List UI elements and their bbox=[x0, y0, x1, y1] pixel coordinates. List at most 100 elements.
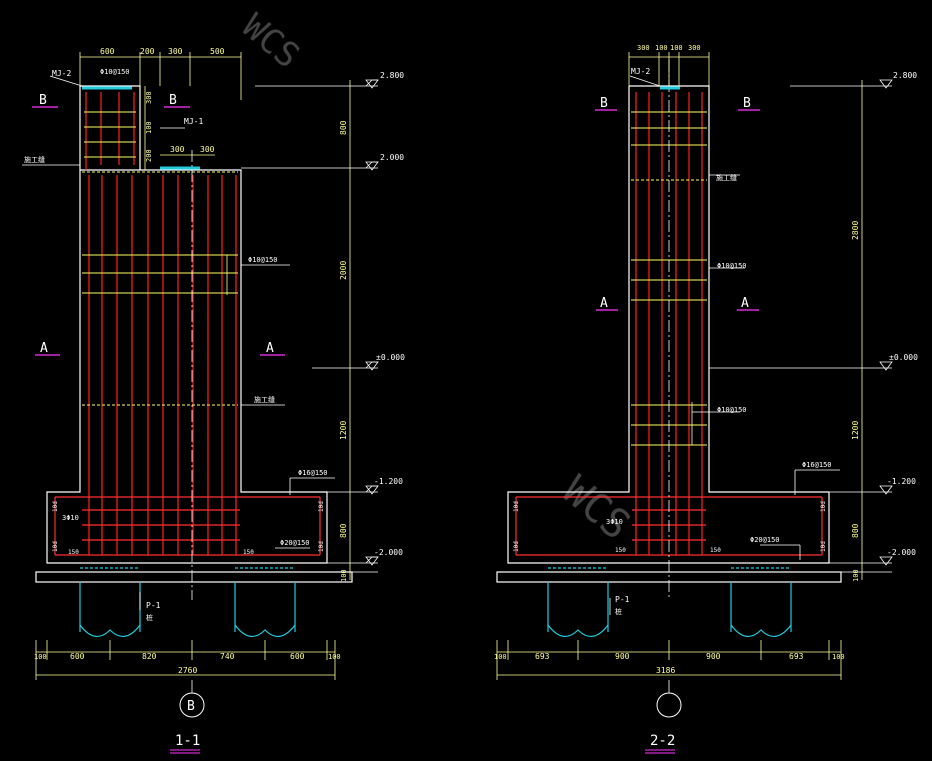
section-1-rebar-base: Φ16@150 bbox=[298, 469, 328, 477]
section-1-bottom-dim-6: 100 bbox=[328, 653, 341, 661]
section-1-vert-dim-4: 800 bbox=[339, 523, 348, 538]
section-1-embed-top-label: MJ-2 bbox=[52, 69, 71, 78]
section-2-total-dim: 3186 bbox=[656, 666, 675, 675]
section-1-top-dim-2: 200 bbox=[140, 47, 155, 56]
section-1-construction-joint-mid: 施工缝 bbox=[254, 395, 275, 404]
section-2-vert-dim-1: 2800 bbox=[851, 221, 860, 240]
section-1-mark-B-right: B bbox=[169, 93, 177, 108]
section-2-axis-bubble bbox=[656, 692, 682, 718]
section-2-bottom-dim-3: 900 bbox=[615, 652, 630, 661]
section-2-cap-bottom-right: 150 bbox=[710, 547, 721, 554]
section-1-cap-left-top: 10d bbox=[52, 501, 59, 512]
section-1-side-dim-3: 200 bbox=[145, 149, 153, 162]
section-2-top-dim-4: 300 bbox=[688, 44, 701, 52]
section-1-pile-label: P-1 bbox=[146, 601, 161, 610]
section-2-vert-dim-2: 1200 bbox=[851, 421, 860, 440]
section-1-mid-dim-1: 300 bbox=[170, 145, 185, 154]
watermark: WCS WCS bbox=[234, 6, 638, 549]
section-2-bottom-dim-6: 100 bbox=[832, 653, 845, 661]
section-1-elevation-marks bbox=[365, 79, 379, 566]
section-1-top-dim-1: 600 bbox=[100, 47, 115, 56]
section-1-bottom-dim-1: 100 bbox=[34, 653, 47, 661]
section-2-bottom-dim-1: 100 bbox=[494, 653, 507, 661]
section-2-dimension-lines bbox=[496, 52, 892, 680]
section-2-pile-label: P-1 bbox=[615, 595, 630, 604]
watermark-text-1: WCS bbox=[234, 6, 307, 76]
section-2-construction-joint: 施工缝 bbox=[716, 173, 737, 182]
section-2-rebar-mid: Φ10@150 bbox=[717, 262, 747, 270]
section-2-bottom-dim-4: 900 bbox=[706, 652, 721, 661]
section-1-cap-bottom-right: 150 bbox=[243, 549, 254, 556]
section-2-vertical-rebars bbox=[635, 92, 703, 555]
section-2-rebar-base: Φ16@150 bbox=[802, 461, 832, 469]
section-2-vert-dim-4: 100 bbox=[852, 569, 860, 582]
section-1-cap-bottom-left: 150 bbox=[68, 549, 79, 556]
section-1-vert-dim-1: 800 bbox=[339, 120, 348, 135]
section-2-cap-right-top: 10d bbox=[820, 501, 827, 512]
section-2-piles bbox=[547, 567, 792, 637]
section-1-piles bbox=[79, 567, 296, 637]
section-1-cap-left-bot: 10d bbox=[52, 541, 59, 552]
section-1-construction-joint-top: 施工缝 bbox=[24, 155, 45, 164]
section-1-outline bbox=[35, 85, 353, 583]
section-2-cap-bottom-left: 150 bbox=[615, 547, 626, 554]
section-1-rebar-mid: Φ10@150 bbox=[248, 256, 278, 264]
section-1-dimension-lines bbox=[35, 52, 378, 680]
section-2-mark-A-right: A bbox=[741, 296, 749, 311]
section-1-side-dim-1: 300 bbox=[145, 91, 153, 104]
section-2-mark-A-left: A bbox=[600, 296, 608, 311]
section-2-cap-left-note: 3Φ10 bbox=[606, 518, 623, 526]
section-1-elev-top: 2.800 bbox=[380, 71, 404, 80]
section-1-total-dim: 2760 bbox=[178, 666, 197, 675]
section-1-vertical-rebars bbox=[85, 92, 237, 555]
section-1-embed-mid-label: MJ-1 bbox=[184, 117, 203, 126]
section-2-cap-left-top: 10d bbox=[513, 501, 520, 512]
section-1-vert-dim-5: 100 bbox=[340, 569, 348, 582]
section-2-mark-underlines bbox=[595, 109, 760, 311]
section-2-title: 2-2 bbox=[650, 733, 675, 749]
section-2-mark-B-left: B bbox=[600, 96, 608, 111]
section-1-mark-A-right: A bbox=[266, 341, 274, 356]
section-1-title: 1-1 bbox=[175, 733, 200, 749]
section-2-bottom-dim-5: 693 bbox=[789, 652, 804, 661]
section-1-rebar-top: Φ10@150 bbox=[100, 68, 130, 76]
section-1-bottom-dim-3: 820 bbox=[142, 652, 157, 661]
section-2-top-dim-2: 100 bbox=[655, 44, 668, 52]
section-2-2: B B A A 300 100 100 300 MJ-2 施工缝 Φ10@150… bbox=[494, 44, 918, 754]
section-2-pile-note: 桩 bbox=[615, 607, 622, 616]
section-1-elev-step: 2.000 bbox=[380, 153, 404, 162]
section-2-elevation-marks bbox=[879, 79, 893, 566]
section-1-elev-zero: ±0.000 bbox=[376, 353, 405, 362]
section-2-top-dim-3: 100 bbox=[670, 44, 683, 52]
section-2-elev-zero: ±0.000 bbox=[889, 353, 918, 362]
section-2-elev-top: 2.800 bbox=[893, 71, 917, 80]
section-1-top-dim-4: 500 bbox=[210, 47, 225, 56]
section-1-cap-left-note: 3Φ10 bbox=[62, 514, 79, 522]
section-2-vert-dim-3: 800 bbox=[851, 523, 860, 538]
section-1-pile-note: 桩 bbox=[146, 613, 153, 622]
section-1-1: B B A A 600 200 300 500 300 300 300 100 … bbox=[22, 47, 405, 754]
section-1-stirrups bbox=[82, 111, 238, 406]
section-1-cap-right-bot: 10d bbox=[318, 541, 325, 552]
section-1-vert-dim-2: 2000 bbox=[339, 261, 348, 280]
section-2-top-dim-1: 300 bbox=[637, 44, 650, 52]
section-2-leaders bbox=[609, 75, 840, 615]
section-2-cap-left-bot: 10d bbox=[513, 541, 520, 552]
section-2-rebar-low: Φ10@150 bbox=[717, 406, 747, 414]
section-1-rebar-base-bot: Φ20@150 bbox=[280, 539, 310, 547]
section-1-vert-dim-3: 1200 bbox=[339, 421, 348, 440]
section-1-side-dim-2: 100 bbox=[145, 121, 153, 134]
watermark-text-2: WCS bbox=[554, 467, 639, 549]
section-2-bottom-dim-2: 693 bbox=[535, 652, 550, 661]
section-1-bottom-dim-4: 740 bbox=[220, 652, 235, 661]
section-1-mark-A-left: A bbox=[40, 341, 48, 356]
section-1-axis-bubble-label: B bbox=[187, 699, 195, 714]
section-1-cap-right-top: 10d bbox=[318, 501, 325, 512]
section-2-embed-top-label: MJ-2 bbox=[631, 67, 650, 76]
section-1-elev-cap-bot: -2.000 bbox=[374, 548, 403, 557]
section-1-bottom-dim-5: 600 bbox=[290, 652, 305, 661]
section-1-mark-underlines bbox=[32, 106, 285, 356]
section-1-elev-cap-top: -1.200 bbox=[374, 477, 403, 486]
section-1-cap-rebars bbox=[54, 496, 321, 556]
